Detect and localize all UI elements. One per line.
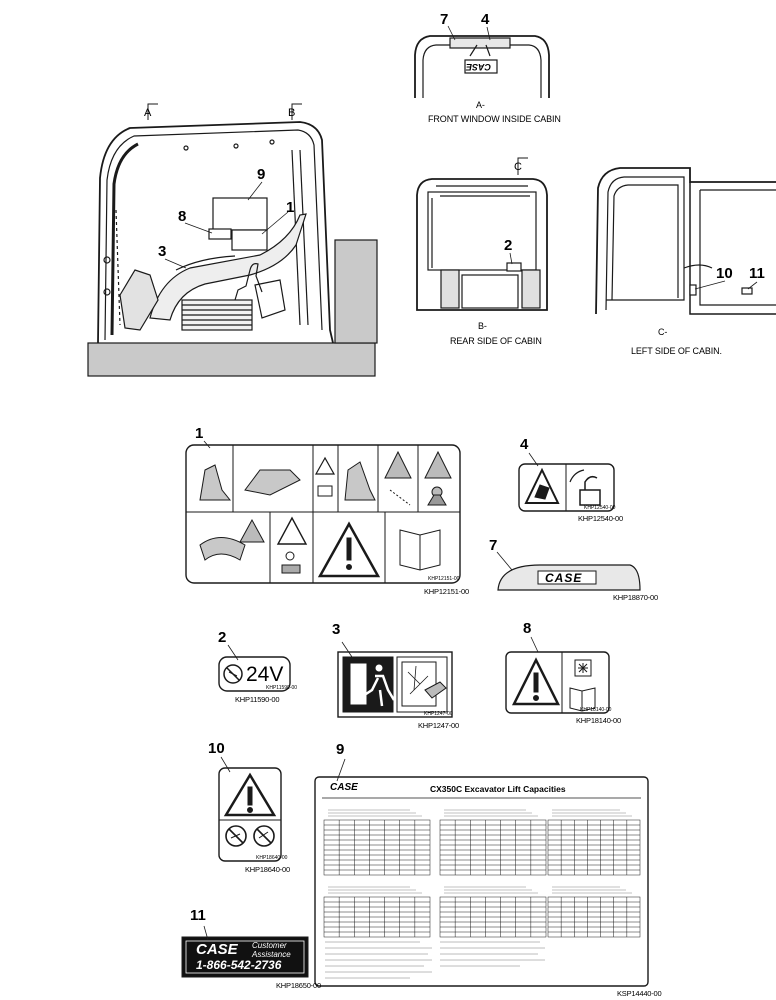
console-top-edge <box>175 255 236 271</box>
decal-11-line1: Customer <box>252 941 287 950</box>
decal-7-part-number: KHP18870-00 <box>613 593 658 602</box>
view-b-rear-cabin <box>416 178 548 311</box>
callout-9-main: 9 <box>257 166 266 183</box>
decal-4-part-number: KHP12540-00 <box>578 514 623 523</box>
view-c-description: LEFT SIDE OF CABIN. <box>631 346 722 356</box>
section-marker-b-arrow <box>291 103 302 120</box>
decal-9-lift-capacity-chart <box>314 776 649 987</box>
decal-7-case-logo: CASE <box>545 571 583 585</box>
front-pillar <box>110 142 139 336</box>
decal-2-part-number: KHP11590-00 <box>235 695 280 704</box>
decal-9-location-lower <box>231 229 268 251</box>
decal-8-small-code: KHP18140-00 <box>580 707 612 713</box>
callout-1-main: 1 <box>286 199 295 216</box>
view-b-description: REAR SIDE OF CABIN <box>450 336 542 346</box>
decal-10-warning-panel <box>218 767 282 862</box>
decal-3-part-number: KHP1247-00 <box>418 721 459 730</box>
seat-suspension-bellows <box>181 299 253 331</box>
decal-4-lock-panel <box>518 463 615 512</box>
cab-inner-frame <box>104 129 323 341</box>
decal-11-part-number: KHP18650-00 <box>276 981 321 990</box>
cab-base-platform <box>87 342 376 377</box>
callout-decal-8: 8 <box>523 620 532 637</box>
rear-counterweight <box>334 239 378 344</box>
section-marker-a-arrow <box>147 103 158 120</box>
view-a-case-mark: CASE <box>466 62 492 72</box>
callout-decal-7: 7 <box>489 537 498 554</box>
leader-lines-main <box>164 181 289 269</box>
decal-9-title: CX350C Excavator Lift Capacities <box>430 784 566 794</box>
view-a-caption: A- <box>476 100 485 110</box>
callout-11-view-c: 11 <box>749 265 765 282</box>
callout-decal-11: 11 <box>190 907 206 924</box>
decal-10-small-code: KHP18640-00 <box>256 855 288 861</box>
view-a-description: FRONT WINDOW INSIDE CABIN <box>428 114 561 124</box>
lift-table <box>439 819 547 876</box>
decal-1-small-code: KHP12151-00 <box>428 576 460 582</box>
decal-11-case-logo: CASE <box>196 941 238 958</box>
cab-side-view <box>87 121 378 377</box>
decal-11-phone: 1-866-542-2736 <box>196 958 282 972</box>
callout-4-view-a: 4 <box>481 11 490 28</box>
frame-bolt <box>103 256 111 264</box>
callout-8-main: 8 <box>178 208 187 225</box>
section-marker-c-label: C <box>514 161 522 173</box>
decal-3-small-code: KHP1247-00 <box>424 711 453 717</box>
view-c-left-side <box>595 167 776 315</box>
notes-block <box>325 941 545 979</box>
lift-table <box>323 819 431 876</box>
section-markers <box>147 103 302 120</box>
side-console <box>149 213 307 321</box>
wiper-rail <box>115 209 121 326</box>
frame-bolt <box>183 145 189 151</box>
callout-decal-9: 9 <box>336 741 345 758</box>
door-frame <box>299 149 309 326</box>
callout-3-view-b: 2 <box>504 237 513 254</box>
decal-10-part-number: KHP18640-00 <box>245 865 290 874</box>
decal-1-part-number: KHP12151-00 <box>424 587 469 596</box>
decal-3-emergency-exit <box>337 651 453 718</box>
callout-decal-10: 10 <box>208 740 225 757</box>
decal-2-24v-label <box>218 656 291 692</box>
lift-table <box>547 819 641 876</box>
decal-11-customer-assistance <box>181 936 309 978</box>
callout-10-view-c: 10 <box>716 265 733 282</box>
section-marker-c <box>517 157 528 175</box>
decal-4-small-code: KHP12540-00 <box>584 505 616 511</box>
decal-7-case-emblem <box>497 564 641 591</box>
view-c-caption: C- <box>658 327 668 337</box>
decal-2-small-code: KHP11590-00 <box>266 685 298 691</box>
lift-table-grid <box>323 809 641 938</box>
section-marker-a-label: A <box>144 107 152 119</box>
decal-11-line2: Assistance <box>252 950 291 959</box>
callout-decal-3: 3 <box>332 621 341 638</box>
view-a-front-window <box>414 35 550 98</box>
view-b-caption: B- <box>478 321 487 331</box>
leader-lines-decals <box>203 25 758 941</box>
frame-bolt <box>103 288 111 296</box>
travel-pedals <box>119 269 159 331</box>
section-marker-b-label: B <box>288 107 296 119</box>
callout-2-main: 3 <box>158 243 167 260</box>
decal-2-voltage: 24V <box>246 663 284 686</box>
decal-8-location <box>208 228 232 240</box>
callout-decal-4: 4 <box>520 436 529 453</box>
control-lever <box>234 263 263 301</box>
callout-decal-2: 2 <box>218 629 227 646</box>
decal-8-part-number: KHP18140-00 <box>576 716 621 725</box>
frame-bolt <box>233 143 239 149</box>
cab-frame-outline <box>97 121 334 344</box>
frame-bolt <box>269 139 275 145</box>
callout-decal-1: 1 <box>195 425 204 442</box>
decal-9-case-logo: CASE <box>330 782 358 793</box>
decal-1-safety-panel <box>185 444 461 584</box>
decal-9-part-number: KSP14440-00 <box>617 989 662 998</box>
rear-console-box <box>254 279 286 319</box>
callout-7-view-a: 7 <box>440 11 449 28</box>
decal-8-manual-warning <box>505 651 610 714</box>
decal-9-location <box>212 197 268 231</box>
